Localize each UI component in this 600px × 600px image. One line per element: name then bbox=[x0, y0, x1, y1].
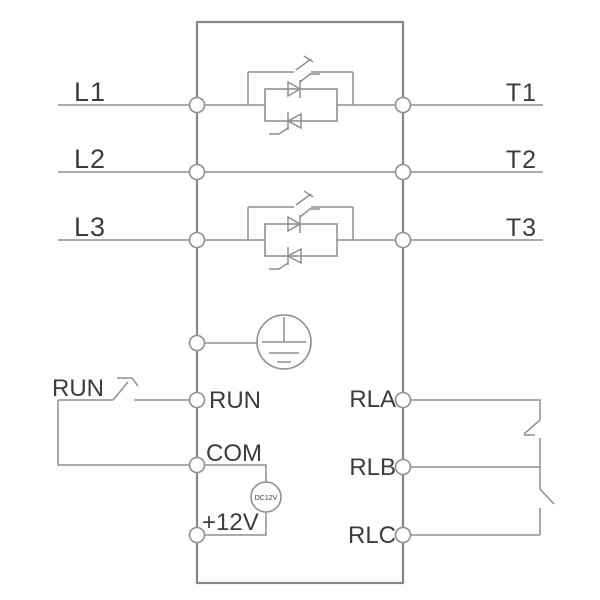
source-to-12v-wire bbox=[205, 512, 267, 536]
dc-source-icon bbox=[250, 481, 282, 513]
thyristor-up-icon bbox=[287, 73, 320, 98]
label-com: COM bbox=[206, 440, 262, 467]
relay-output-circuit bbox=[411, 399, 555, 536]
terminal-ground bbox=[188, 334, 206, 352]
com-to-source-wire bbox=[205, 464, 267, 482]
bypass-contact-icon bbox=[247, 55, 354, 105]
terminals bbox=[188, 96, 412, 544]
terminal-l1 bbox=[188, 96, 206, 114]
label-rla: RLA bbox=[349, 386, 396, 413]
terminal-run bbox=[188, 391, 206, 409]
dc-source-label: DC12V bbox=[255, 495, 278, 502]
terminal-rlc bbox=[394, 526, 412, 544]
relay-contact-bottom-icon bbox=[539, 488, 555, 505]
earth-ground-icon bbox=[205, 314, 312, 370]
dc-source-branch: DC12V bbox=[205, 464, 282, 536]
labels: L1 L2 L3 T1 T2 T3 RUN RUN COM +12V RLA R… bbox=[52, 77, 537, 549]
phase-wires bbox=[58, 104, 543, 241]
rla-wire bbox=[411, 399, 541, 420]
label-l2: L2 bbox=[74, 144, 106, 174]
label-l3: L3 bbox=[74, 212, 106, 242]
label-l1: L1 bbox=[74, 77, 106, 107]
run-switch-circuit bbox=[57, 377, 193, 466]
terminal-com bbox=[188, 456, 206, 474]
device-box bbox=[195, 20, 405, 585]
label-run: RUN bbox=[209, 387, 261, 414]
terminal-l2 bbox=[188, 163, 206, 181]
label-t1: T1 bbox=[506, 79, 537, 107]
label-run-switch: RUN bbox=[52, 375, 104, 402]
relay-contact-top-icon bbox=[523, 419, 541, 436]
thyristor-module-l3 bbox=[247, 190, 354, 270]
terminal-t1 bbox=[394, 96, 412, 114]
terminal-t3 bbox=[394, 231, 412, 249]
label-t3: T3 bbox=[506, 214, 537, 242]
label-t2: T2 bbox=[506, 146, 537, 174]
thyristor-module-l1 bbox=[247, 55, 354, 135]
run-switch-icon bbox=[112, 377, 139, 401]
thyristor-down-icon bbox=[269, 112, 302, 135]
com-return-wire bbox=[57, 400, 193, 466]
label-rlb: RLB bbox=[349, 454, 396, 481]
terminal-rla bbox=[394, 391, 412, 409]
terminal-rlb bbox=[394, 458, 412, 476]
terminal-t2 bbox=[394, 163, 412, 181]
label-12v: +12V bbox=[202, 509, 259, 536]
label-rlc: RLC bbox=[348, 522, 396, 549]
terminal-l3 bbox=[188, 231, 206, 249]
terminal-12v bbox=[188, 526, 206, 544]
